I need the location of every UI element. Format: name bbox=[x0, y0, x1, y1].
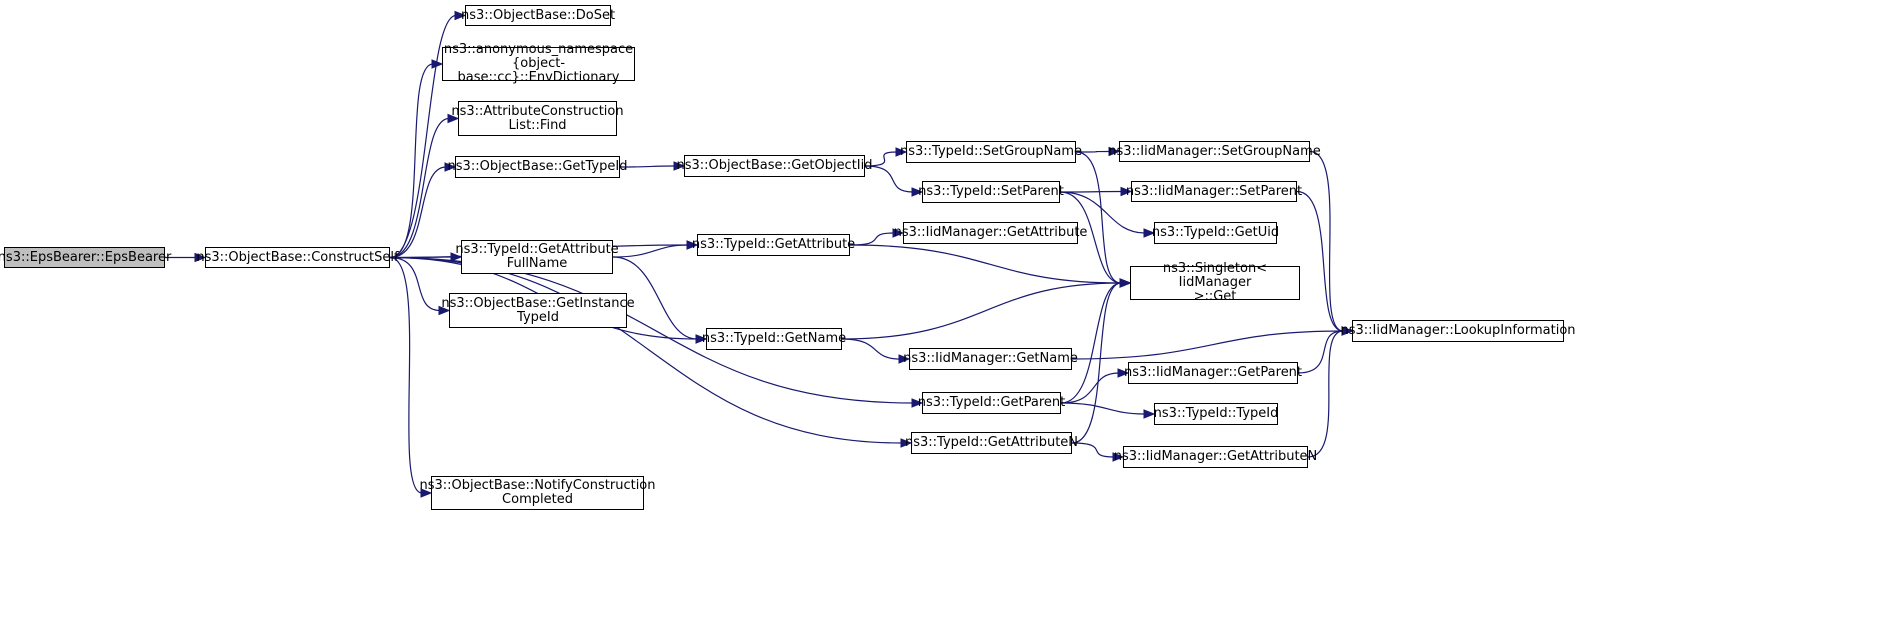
arrowhead-construct-to-acfind bbox=[447, 113, 460, 124]
arrowhead-getattributen-to-singleton bbox=[1119, 278, 1132, 288]
node-typeid-set-parent[interactable]: ns3::TypeId::SetParent bbox=[918, 181, 1064, 203]
call-edge-setparent-to-getuid bbox=[1059, 191, 1146, 234]
call-edge-construct-to-notify bbox=[389, 256, 423, 494]
node-typeid-get-attribute-n[interactable]: ns3::TypeId::GetAttributeN bbox=[905, 432, 1078, 454]
node-iidmanager-get-parent[interactable]: ns3::IidManager::GetParent bbox=[1124, 362, 1302, 384]
call-edge-iid_getname-to-lookup bbox=[1071, 330, 1344, 360]
call-edge-gettypeid-to-getobjectiid bbox=[619, 165, 676, 168]
node-singleton-get[interactable]: ns3::Singleton< IidManager >::Get bbox=[1130, 262, 1300, 304]
call-edge-setgroupname-to-singleton bbox=[1075, 151, 1122, 284]
node-typeid-ctor[interactable]: ns3::TypeId::TypeId bbox=[1154, 403, 1278, 425]
node-notify-construction-completed[interactable]: ns3::ObjectBase::NotifyConstruction Comp… bbox=[420, 476, 656, 510]
node-get-instance-type-id[interactable]: ns3::ObjectBase::GetInstance TypeId bbox=[441, 293, 635, 328]
call-edge-getattrfullname-to-getattribute bbox=[612, 244, 689, 258]
call-edge-getobjectiid-to-setparent bbox=[864, 165, 914, 193]
node-lookup-information[interactable]: ns3::IidManager::LookupInformation bbox=[1340, 320, 1576, 342]
call-edge-setparent-to-iid_setparent bbox=[1059, 190, 1123, 193]
arrowhead-construct-to-getattrfullname bbox=[450, 252, 463, 262]
node-iidmanager-get-attribute-n[interactable]: ns3::IidManager::GetAttributeN bbox=[1114, 446, 1317, 468]
call-edge-iid_setgroupname-to-lookup bbox=[1309, 150, 1344, 332]
arrowhead-setparent-to-getuid bbox=[1143, 228, 1156, 238]
call-edge-getattributen-to-iid_getattributen bbox=[1071, 442, 1115, 458]
call-edge-construct-to-envdict bbox=[389, 63, 434, 259]
arrowhead-getattrfullname-to-getattribute bbox=[686, 240, 699, 250]
node-do-set[interactable]: ns3::ObjectBase::DoSet bbox=[461, 5, 615, 26]
call-edge-iid_getattributen-to-lookup bbox=[1307, 330, 1344, 458]
node-iidmanager-set-parent[interactable]: ns3::IidManager::SetParent bbox=[1126, 181, 1302, 202]
arrowhead-getattributen-to-iid_getattributen bbox=[1112, 452, 1125, 462]
node-typeid-get-uid[interactable]: ns3::TypeId::GetUid bbox=[1152, 222, 1279, 244]
arrowhead-setgroupname-to-iid_setgroupname bbox=[1108, 146, 1121, 157]
arrowhead-iid_getattributen-to-lookup bbox=[1341, 326, 1354, 336]
node-eps-bearer-ctor[interactable]: ns3::EpsBearer::EpsBearer bbox=[0, 247, 171, 268]
node-iidmanager-set-group-name[interactable]: ns3::IidManager::SetGroupName bbox=[1108, 141, 1321, 162]
call-edge-getattributen-to-singleton bbox=[1071, 282, 1122, 444]
call-edge-getname-to-iid_getname bbox=[841, 338, 901, 360]
arrowhead-construct-to-getinsttypeid bbox=[438, 305, 451, 316]
arrowhead-getobjectiid-to-setparent bbox=[911, 187, 924, 197]
arrowhead-getobjectiid-to-setgroupname bbox=[895, 147, 908, 157]
arrowhead-eps-to-construct bbox=[194, 252, 207, 263]
arrowhead-gettypeid-to-getobjectiid bbox=[673, 161, 686, 171]
call-edge-getattribute-to-singleton bbox=[849, 244, 1122, 284]
arrowhead-construct-to-gettypeid bbox=[444, 162, 457, 172]
arrowhead-construct-to-envdict bbox=[431, 59, 444, 69]
node-typeid-get-parent[interactable]: ns3::TypeId::GetParent bbox=[918, 392, 1065, 414]
node-attribute-construction-find[interactable]: ns3::AttributeConstruction List::Find bbox=[451, 101, 624, 136]
call-edge-getattrfullname-to-getname bbox=[612, 256, 698, 340]
node-get-object-iid[interactable]: ns3::ObjectBase::GetObjectIid bbox=[677, 155, 873, 177]
arrowhead-getparent-to-typeid_ctor bbox=[1143, 409, 1156, 419]
call-edge-getparent-to-iid_getparent bbox=[1060, 372, 1120, 404]
call-edge-getattribute-to-iid_getattribute bbox=[849, 232, 895, 246]
call-edge-construct-to-getinsttypeid bbox=[389, 256, 441, 312]
arrowhead-construct-to-getattributen bbox=[900, 438, 913, 448]
arrowhead-getattribute-to-iid_getattribute bbox=[892, 228, 905, 238]
call-edge-getparent-to-singleton bbox=[1060, 282, 1122, 404]
node-typeid-get-attribute[interactable]: ns3::TypeId::GetAttribute bbox=[692, 234, 855, 256]
call-edge-getparent-to-typeid_ctor bbox=[1060, 402, 1146, 415]
node-env-dictionary[interactable]: ns3::anonymous_namespace {object-base::c… bbox=[442, 42, 635, 85]
arrowhead-getname-to-iid_getname bbox=[898, 354, 911, 364]
call-edge-construct-to-gettypeid bbox=[389, 166, 447, 259]
call-edge-setparent-to-singleton bbox=[1059, 191, 1122, 284]
arrowhead-setparent-to-iid_setparent bbox=[1120, 186, 1133, 197]
node-objectbase-get-type-id[interactable]: ns3::ObjectBase::GetTypeId bbox=[448, 156, 627, 178]
arrowhead-getattrfullname-to-getname bbox=[695, 334, 708, 344]
call-edge-iid_getparent-to-lookup bbox=[1297, 330, 1344, 374]
call-edge-construct-to-getattributen bbox=[389, 256, 903, 444]
call-edge-getobjectiid-to-setgroupname bbox=[864, 151, 898, 167]
node-construct-self[interactable]: ns3::ObjectBase::ConstructSelf bbox=[196, 247, 399, 268]
call-edge-setgroupname-to-iid_setgroupname bbox=[1075, 150, 1111, 153]
node-typeid-get-name[interactable]: ns3::TypeId::GetName bbox=[702, 328, 846, 350]
call-edge-construct-to-acfind bbox=[389, 117, 450, 259]
arrowhead-construct-to-getparent bbox=[911, 398, 924, 408]
arrowhead-getparent-to-iid_getparent bbox=[1117, 368, 1130, 378]
call-edge-getname-to-singleton bbox=[841, 282, 1122, 340]
node-iidmanager-get-attribute[interactable]: ns3::IidManager::GetAttribute bbox=[894, 222, 1087, 244]
call-edge-iid_setparent-to-lookup bbox=[1296, 190, 1344, 332]
arrowhead-construct-to-notify bbox=[420, 488, 433, 498]
node-typeid-set-group-name[interactable]: ns3::TypeId::SetGroupName bbox=[900, 141, 1082, 163]
node-iidmanager-get-name[interactable]: ns3::IidManager::GetName bbox=[903, 348, 1078, 370]
node-get-attribute-full-name[interactable]: ns3::TypeId::GetAttribute FullName bbox=[455, 240, 619, 274]
arrowhead-construct-to-doset bbox=[454, 10, 467, 21]
